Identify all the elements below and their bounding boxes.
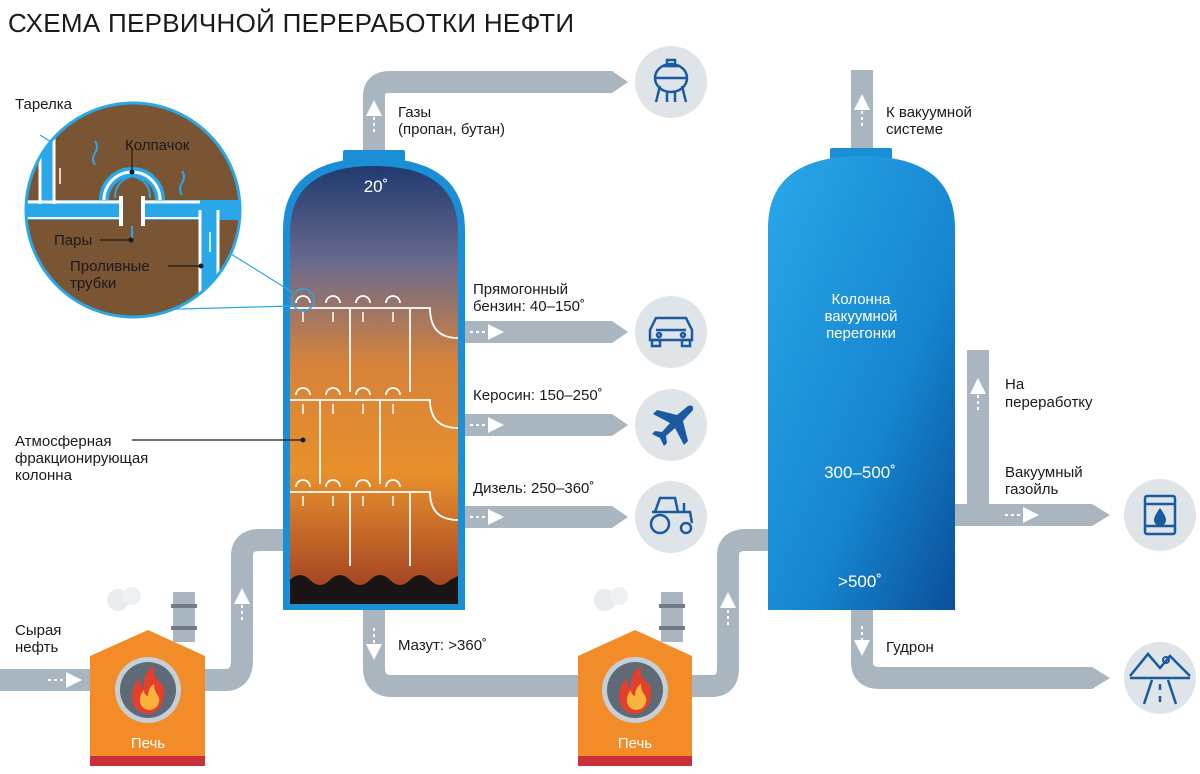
cap-label: Колпачок xyxy=(125,137,190,154)
airplane-icon xyxy=(635,389,707,461)
kerosene-label: Керосин: 150–250˚ xyxy=(473,387,603,404)
gasoline-label-1: Прямогонный xyxy=(473,281,568,298)
to-vacuum-label-2: системе xyxy=(886,121,944,138)
car-icon xyxy=(635,296,707,368)
to-vacuum-label-1: К вакуумной xyxy=(886,104,972,121)
gasoil-label-2: газойль xyxy=(1005,481,1059,498)
gasoil-label-1: Вакуумный xyxy=(1005,464,1083,481)
crude-label-2: нефть xyxy=(15,639,59,656)
vacuum-column-label-2: вакуумной xyxy=(824,308,898,325)
furnace-2 xyxy=(578,587,692,766)
crude-label-1: Сырая xyxy=(15,622,62,639)
atmospheric-column xyxy=(283,150,465,610)
vacuum-column-label-3: перегонки xyxy=(826,325,896,342)
asphalt-road-icon xyxy=(1124,642,1196,714)
barrel-icon xyxy=(1124,479,1196,551)
gasoline-label-2: бензин: 40–150˚ xyxy=(473,298,585,315)
downcomer-label-1: Проливные xyxy=(70,258,150,275)
vacuum-column xyxy=(768,148,955,610)
pipe-furnace2-vacuum xyxy=(690,529,775,697)
furnace-2-label: Печь xyxy=(617,735,653,752)
column-label-2: фракционирующая xyxy=(15,450,149,467)
gases-label-2: (пропан, бутан) xyxy=(398,121,505,138)
furnace-1-label: Печь xyxy=(130,735,166,752)
pipe-furnace1-column xyxy=(205,529,290,691)
to-processing-label-1: На xyxy=(1005,376,1025,393)
gases-label-1: Газы xyxy=(398,104,432,121)
vacuum-mid-temp: 300–500˚ xyxy=(824,463,896,482)
mazut-label: Мазут: >360˚ xyxy=(398,637,488,654)
pipe-gases xyxy=(363,71,612,152)
gas-tank-icon xyxy=(635,46,707,118)
tray-inset xyxy=(24,101,294,319)
vacuum-column-label-1: Колонна xyxy=(831,291,891,308)
column-top-temp: 20˚ xyxy=(363,177,389,196)
tar-label: Гудрон xyxy=(886,639,934,656)
downcomer-label-2: трубки xyxy=(70,275,117,292)
vapors-label: Пары xyxy=(54,232,93,249)
page-title: СХЕМА ПЕРВИЧНОЙ ПЕРЕРАБОТКИ НЕФТИ xyxy=(8,8,575,38)
pipe-arrowheads xyxy=(612,71,1110,689)
flow-arrows xyxy=(48,94,1039,688)
pipe-tar xyxy=(851,610,1092,689)
diesel-label: Дизель: 250–360˚ xyxy=(473,480,595,497)
column-label-3: колонна xyxy=(15,467,72,484)
column-label-1: Атмосферная xyxy=(15,433,112,450)
tractor-icon xyxy=(635,481,707,553)
tray-label: Тарелка xyxy=(15,96,73,113)
vacuum-bottom-temp: >500˚ xyxy=(838,572,882,591)
furnace-1 xyxy=(90,587,205,766)
pipe-mazut xyxy=(363,608,590,697)
to-processing-label-2: переработку xyxy=(1005,394,1093,411)
